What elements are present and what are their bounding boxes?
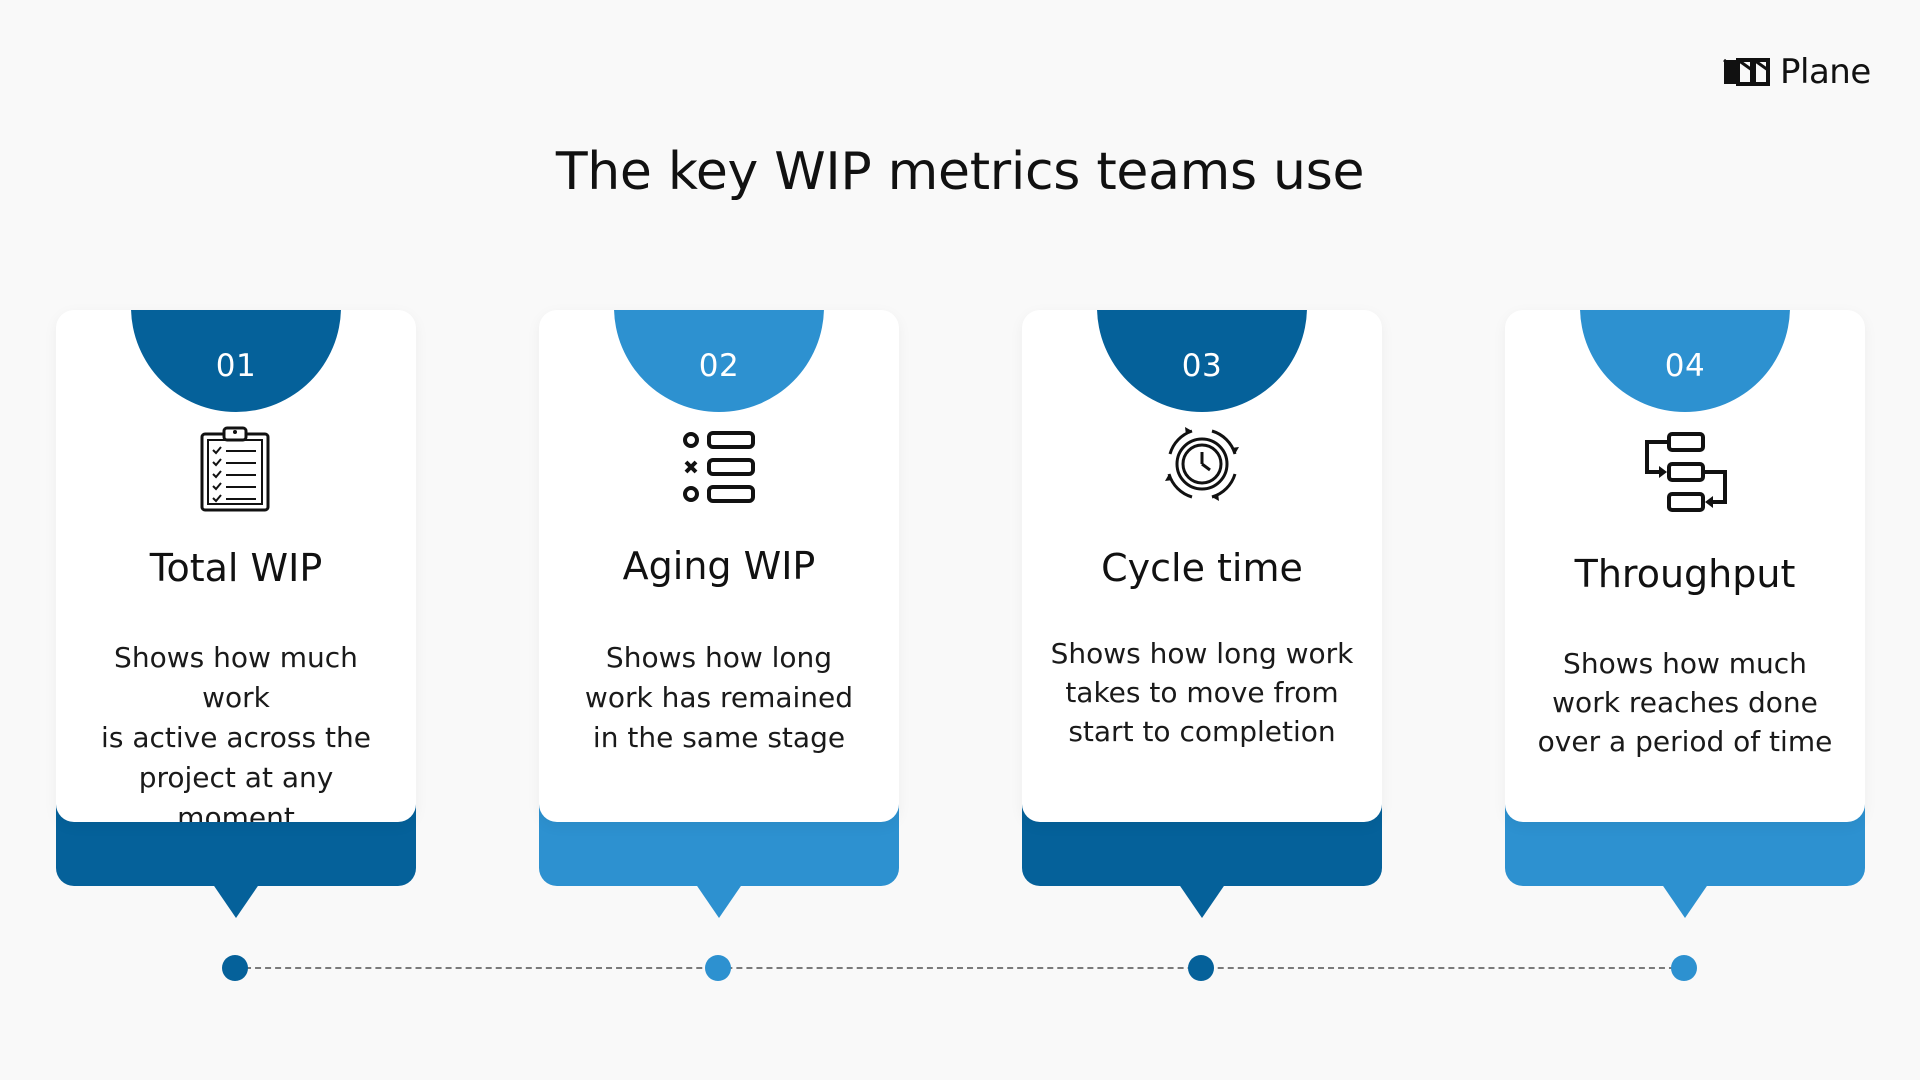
status-list-icon <box>683 431 755 503</box>
plane-logo: Plane <box>1722 52 1871 92</box>
metric-card-throughput: 04 Throughput Shows how much work rea <box>1505 310 1865 918</box>
card-description: Shows how long work takes to move from s… <box>1042 634 1362 751</box>
card-number-badge: 02 <box>614 310 824 412</box>
card-body: 04 Throughput Shows how much work rea <box>1505 310 1865 822</box>
card-number-badge: 04 <box>1580 310 1790 412</box>
card-description: Shows how long work has remained in the … <box>559 638 879 758</box>
card-pointer <box>1659 880 1711 918</box>
desc-line: project at any moment <box>138 761 334 822</box>
card-number-badge: 03 <box>1097 310 1307 412</box>
timeline-dot <box>705 955 731 981</box>
card-number-badge: 01 <box>131 310 341 412</box>
logo-text: Plane <box>1780 52 1871 92</box>
card-pointer <box>1176 880 1228 918</box>
flow-blocks-icon <box>1645 432 1727 512</box>
card-heading: Throughput <box>1574 552 1796 596</box>
desc-line: start to completion <box>1068 715 1336 748</box>
timeline-line <box>235 967 1685 969</box>
card-body: 01 Total WIP Shows how much work is acti… <box>56 310 416 822</box>
clipboard-checklist-icon <box>200 426 270 512</box>
card-number: 04 <box>1664 348 1706 384</box>
desc-line: in the same stage <box>592 721 846 754</box>
card-heading: Cycle time <box>1101 546 1303 590</box>
desc-line: work reaches done <box>1552 686 1818 719</box>
card-number: 01 <box>215 348 257 384</box>
desc-line: Shows how long <box>605 641 833 674</box>
desc-line: work has remained <box>584 681 854 714</box>
card-description: Shows how much work reaches done over a … <box>1525 644 1845 761</box>
card-heading: Total WIP <box>149 546 323 590</box>
card-pointer <box>210 880 262 918</box>
card-body: 02 Aging WIP Shows how long work has rem… <box>539 310 899 822</box>
desc-line: Shows how long work <box>1050 637 1354 670</box>
metric-card-aging-wip: 02 Aging WIP Shows how long work has rem… <box>539 310 899 918</box>
metric-card-cycle-time: 03 Cy <box>1022 310 1382 918</box>
card-pointer <box>693 880 745 918</box>
metric-card-total-wip: 01 Total WIP Shows how much work is acti… <box>56 310 416 918</box>
page-title: The key WIP metrics teams use <box>555 142 1365 202</box>
card-heading: Aging WIP <box>622 544 816 588</box>
desc-line: Shows how much work <box>114 641 358 714</box>
card-description: Shows how much work is active across the… <box>76 638 396 822</box>
desc-line: over a period of time <box>1537 725 1833 758</box>
cycle-clock-icon <box>1165 427 1239 501</box>
desc-line: is active across the <box>101 721 371 754</box>
card-number: 03 <box>1181 348 1223 384</box>
timeline-dot <box>1671 955 1697 981</box>
timeline-dot <box>222 955 248 981</box>
desc-line: takes to move from <box>1065 676 1339 709</box>
desc-line: Shows how much <box>1563 647 1807 680</box>
card-body: 03 Cy <box>1022 310 1382 822</box>
plane-logo-icon <box>1723 58 1770 86</box>
timeline-dot <box>1188 955 1214 981</box>
card-number: 02 <box>698 348 740 384</box>
